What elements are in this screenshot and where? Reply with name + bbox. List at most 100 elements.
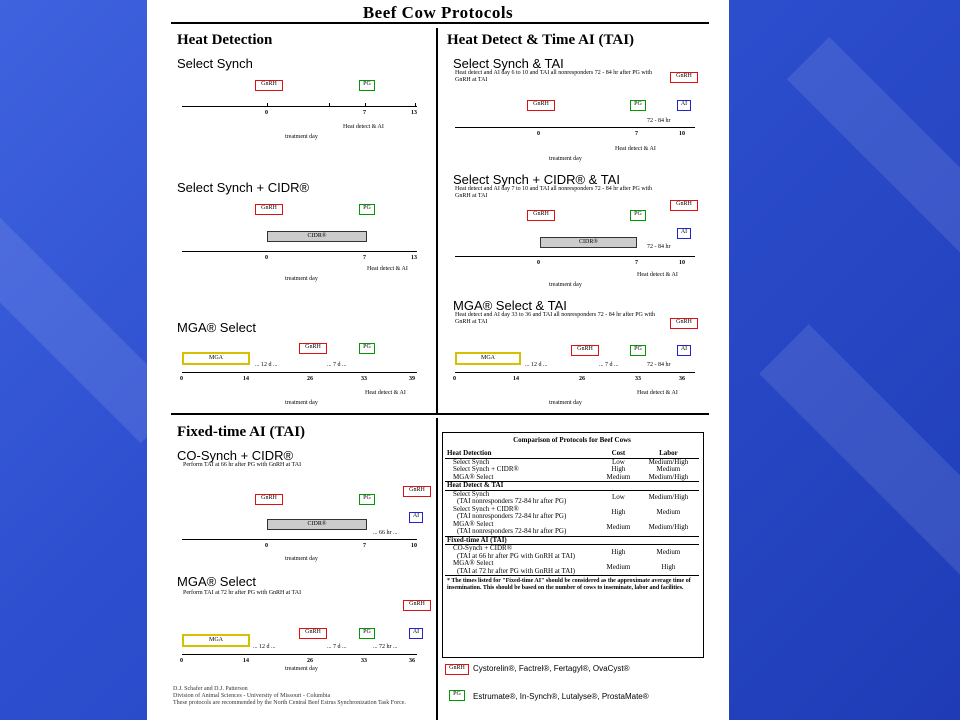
day-label: 13 [411,110,417,116]
protocol-select-synch: Select Synch [177,56,253,71]
day-label: 36 [679,376,685,382]
timeline-axis [182,539,417,540]
credit-authors: D.J. Schafer and D.J. Patterson [173,686,248,692]
gnrh-box: GnRH [670,200,698,211]
day-label: 13 [411,255,417,261]
pg-box: PG [359,628,375,639]
heat-detect-window: Heat detect & AI [637,272,678,278]
table-header-row: Heat Detection Cost Labor [445,449,699,459]
gnrh-box: GnRH [571,345,599,356]
footnote: * The times listed for "Fixed-time AI" s… [445,575,699,592]
timeline-axis [182,251,417,252]
timeline-tick [415,103,416,107]
gnrh-box: GnRH [670,72,698,83]
pg-box: PG [359,343,375,354]
table-row: Select Synch + CIDR®(TAI nonresponders 7… [453,504,681,520]
interval-label: ... 72 hr ... [373,644,398,650]
cidr-bar: CIDR® [267,231,367,242]
interval-label: 72 - 84 hr [647,244,671,250]
timeline-axis [182,106,417,107]
table-header-row: Heat Detect & TAI [445,481,699,491]
day-label: 10 [679,260,685,266]
gap-label: ... 12 d ... [255,362,278,368]
ai-box: AI [677,100,691,111]
day-label: 7 [363,255,366,261]
heat-detect-window: Heat detect & AI [615,146,656,152]
day-label: 0 [180,658,183,664]
cidr-bar: CIDR® [267,519,367,530]
gnrh-box: GnRH [403,486,431,497]
column-cost: Cost [599,449,638,459]
table-row: MGA® Select(TAI nonresponders 72-84 hr a… [453,519,689,535]
treatment-day-label: treatment day [285,276,318,282]
ai-box: AI [677,228,691,239]
protocol-mga-select-tai: MGA® Select & TAI [453,298,567,313]
day-label: 7 [635,260,638,266]
protocol-select-synch-tai: Select Synch & TAI [453,56,564,71]
timeline-axis [182,654,417,655]
gap-label: ... 7 d ... [327,362,347,368]
timeline-axis [182,372,417,373]
legend-pg-products: Estrumate®, In-Synch®, Lutalyse®, Prosta… [473,692,649,701]
ai-box: AI [677,345,691,356]
pg-box: PG [359,494,375,505]
treatment-day-label: treatment day [285,134,318,140]
credits: D.J. Schafer and D.J. Patterson Division… [173,686,423,707]
treatment-day-label: treatment day [285,666,318,672]
legend-pg-box: PG [449,690,465,701]
timeline-tick [329,103,330,107]
protocol-select-synch-cidr-tai: Select Synch + CIDR® & TAI [453,172,620,187]
gnrh-box: GnRH [299,628,327,639]
table-row: CO-Synch + CIDR®(TAI at 66 hr after PG w… [453,544,681,560]
table-header-row: Fixed-time AI (TAI) [445,535,699,545]
day-label: 7 [363,110,366,116]
ai-box: AI [409,512,423,523]
gnrh-box: GnRH [527,210,555,221]
table-footnote-row: * The times listed for "Fixed-time AI" s… [445,575,699,592]
gnrh-box: GnRH [527,100,555,111]
gnrh-box: GnRH [255,494,283,505]
credit-division: Division of Animal Sciences - University… [173,693,331,699]
day-label: 0 [265,543,268,549]
group-heading: Heat Detect & TAI [445,481,699,491]
comparison-title: Comparison of Protocols for Beef Cows [513,436,631,444]
treatment-day-label: treatment day [549,400,582,406]
column-divider [436,28,438,413]
mga-bar: MGA [182,352,250,365]
pg-box: PG [630,345,646,356]
gnrh-box: GnRH [255,204,283,215]
gap-label: ... 7 d ... [599,362,619,368]
day-label: 10 [679,131,685,137]
protocol-note: Heat detect and AI day 6 to 10 and TAI a… [455,70,653,83]
timeline-axis [455,256,695,257]
pg-box: PG [359,80,375,91]
legend-gnrh-box: GnRH [445,664,469,675]
gap-label: ... 12 d ... [525,362,548,368]
day-label: 39 [409,376,415,382]
interval-label: 72 - 84 hr [647,118,671,124]
heat-detect-window: Heat detect & AI [637,390,678,396]
day-label: 7 [635,131,638,137]
day-label: 0 [265,255,268,261]
day-label: 33 [361,376,367,382]
protocol-note: Perform TAI at 66 hr after PG with GnRH … [183,462,302,468]
day-label: 26 [307,658,313,664]
protocol-mga-select-fixed: MGA® Select [177,574,256,589]
protocol-mga-select: MGA® Select [177,320,256,335]
heat-detect-window: Heat detect & AI [365,390,406,396]
gap-label: ... 12 d ... [253,644,276,650]
day-label: 14 [243,376,249,382]
section-heat-detect-tai: Heat Detect & Time AI (TAI) [447,32,635,48]
section-heat-detection: Heat Detection [177,32,273,48]
treatment-day-label: treatment day [285,556,318,562]
timeline-axis [455,127,695,128]
group-heading: Fixed-time AI (TAI) [445,535,699,545]
timeline-axis [455,372,695,373]
treatment-day-label: treatment day [549,282,582,288]
day-label: 0 [537,260,540,266]
timeline-tick [365,103,366,107]
interval-label: 72 - 84 hr [647,362,671,368]
